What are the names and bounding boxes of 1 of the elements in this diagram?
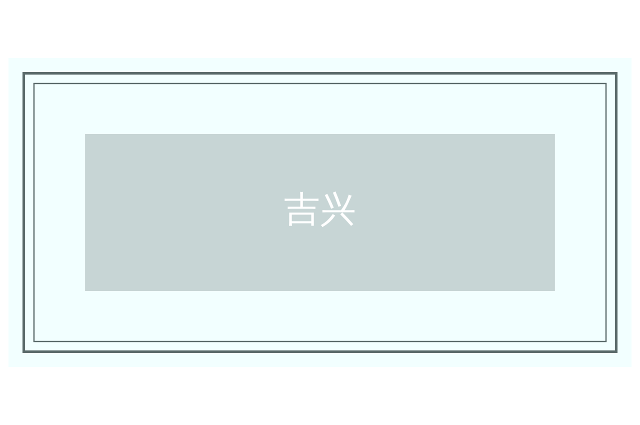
node-box: 吉兴 bbox=[85, 134, 555, 292]
